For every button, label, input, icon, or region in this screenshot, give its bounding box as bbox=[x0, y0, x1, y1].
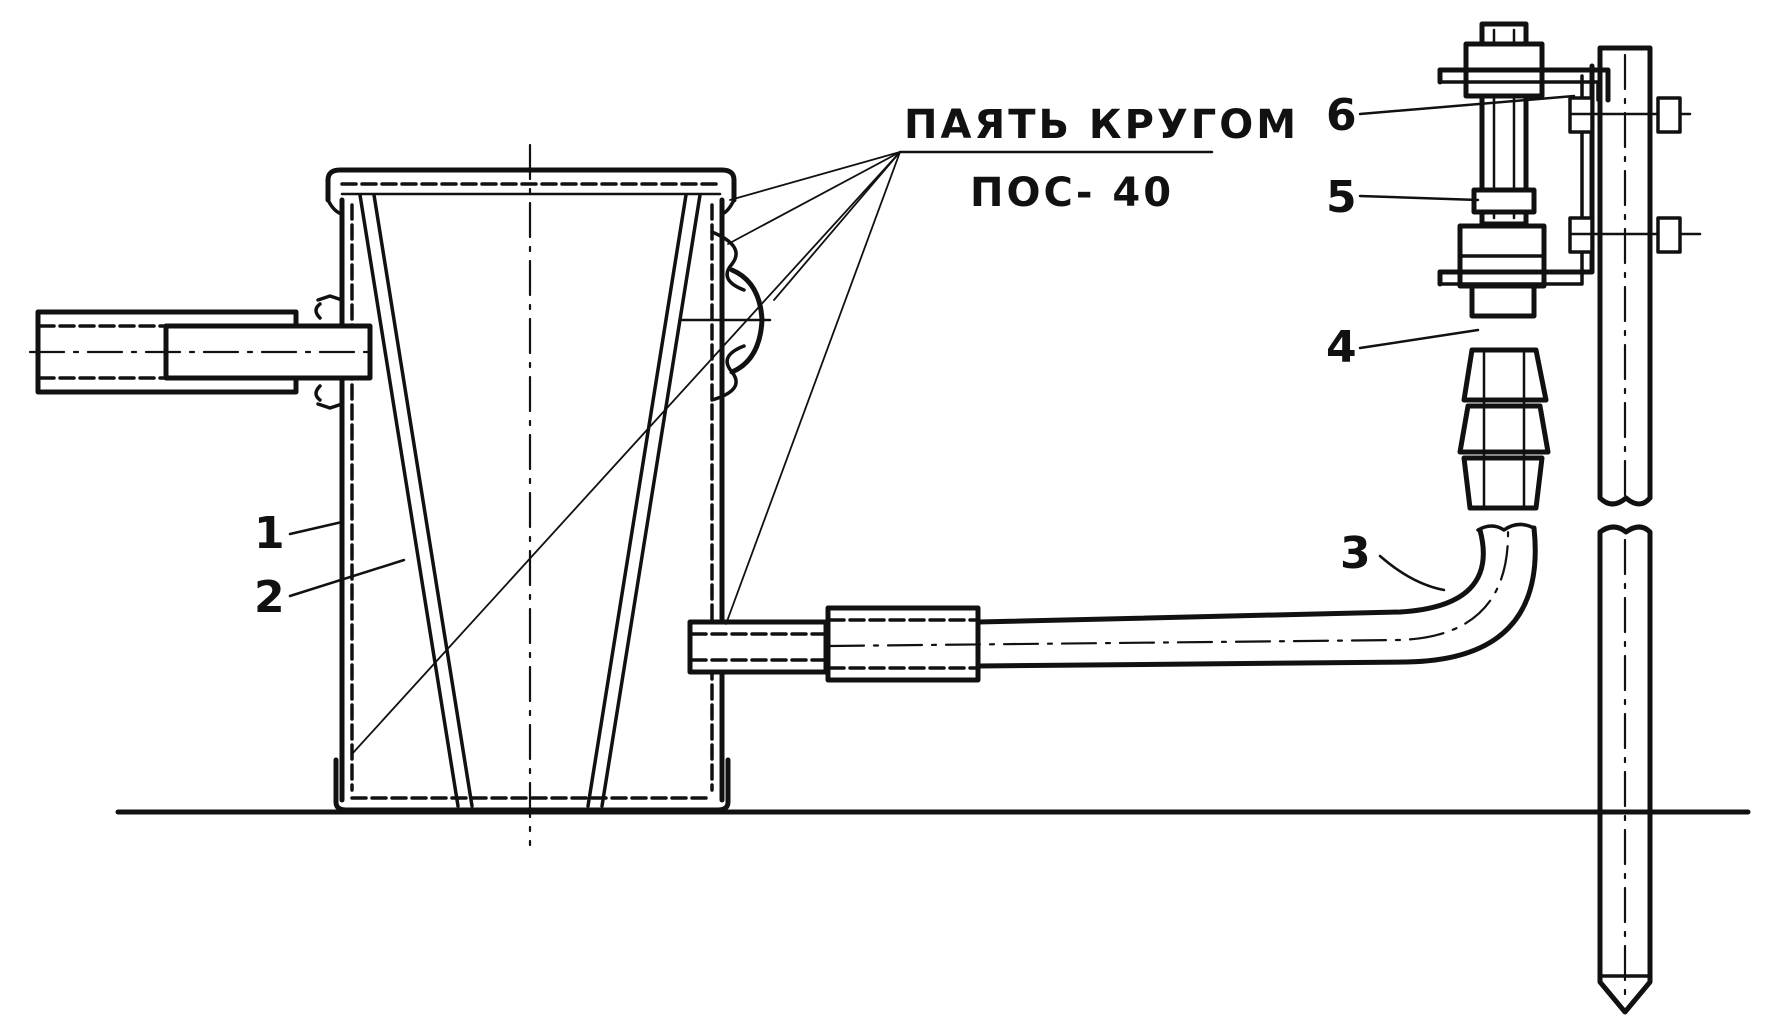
annotation-line1: ПАЯТЬ КРУГОМ bbox=[904, 102, 1299, 148]
lower-bracket bbox=[1437, 63, 1595, 319]
callout-6: 6 bbox=[1326, 90, 1357, 141]
outlet-pipe bbox=[687, 522, 1538, 683]
callout-4: 4 bbox=[1326, 322, 1357, 373]
callout-2: 2 bbox=[254, 572, 285, 623]
support-stake bbox=[1568, 45, 1702, 1015]
callout-5: 5 bbox=[1326, 172, 1357, 223]
annotation-leaders bbox=[351, 150, 1214, 755]
callout-1: 1 bbox=[254, 508, 285, 559]
annotation-line2: ПОС- 40 bbox=[970, 170, 1174, 216]
callout-leaders bbox=[288, 94, 1576, 598]
side-fitting bbox=[678, 230, 772, 402]
left-inlet-pipe bbox=[28, 294, 373, 410]
inner-cone bbox=[358, 193, 702, 808]
nozzle-stack bbox=[1457, 347, 1551, 511]
callout-3: 3 bbox=[1340, 528, 1371, 579]
